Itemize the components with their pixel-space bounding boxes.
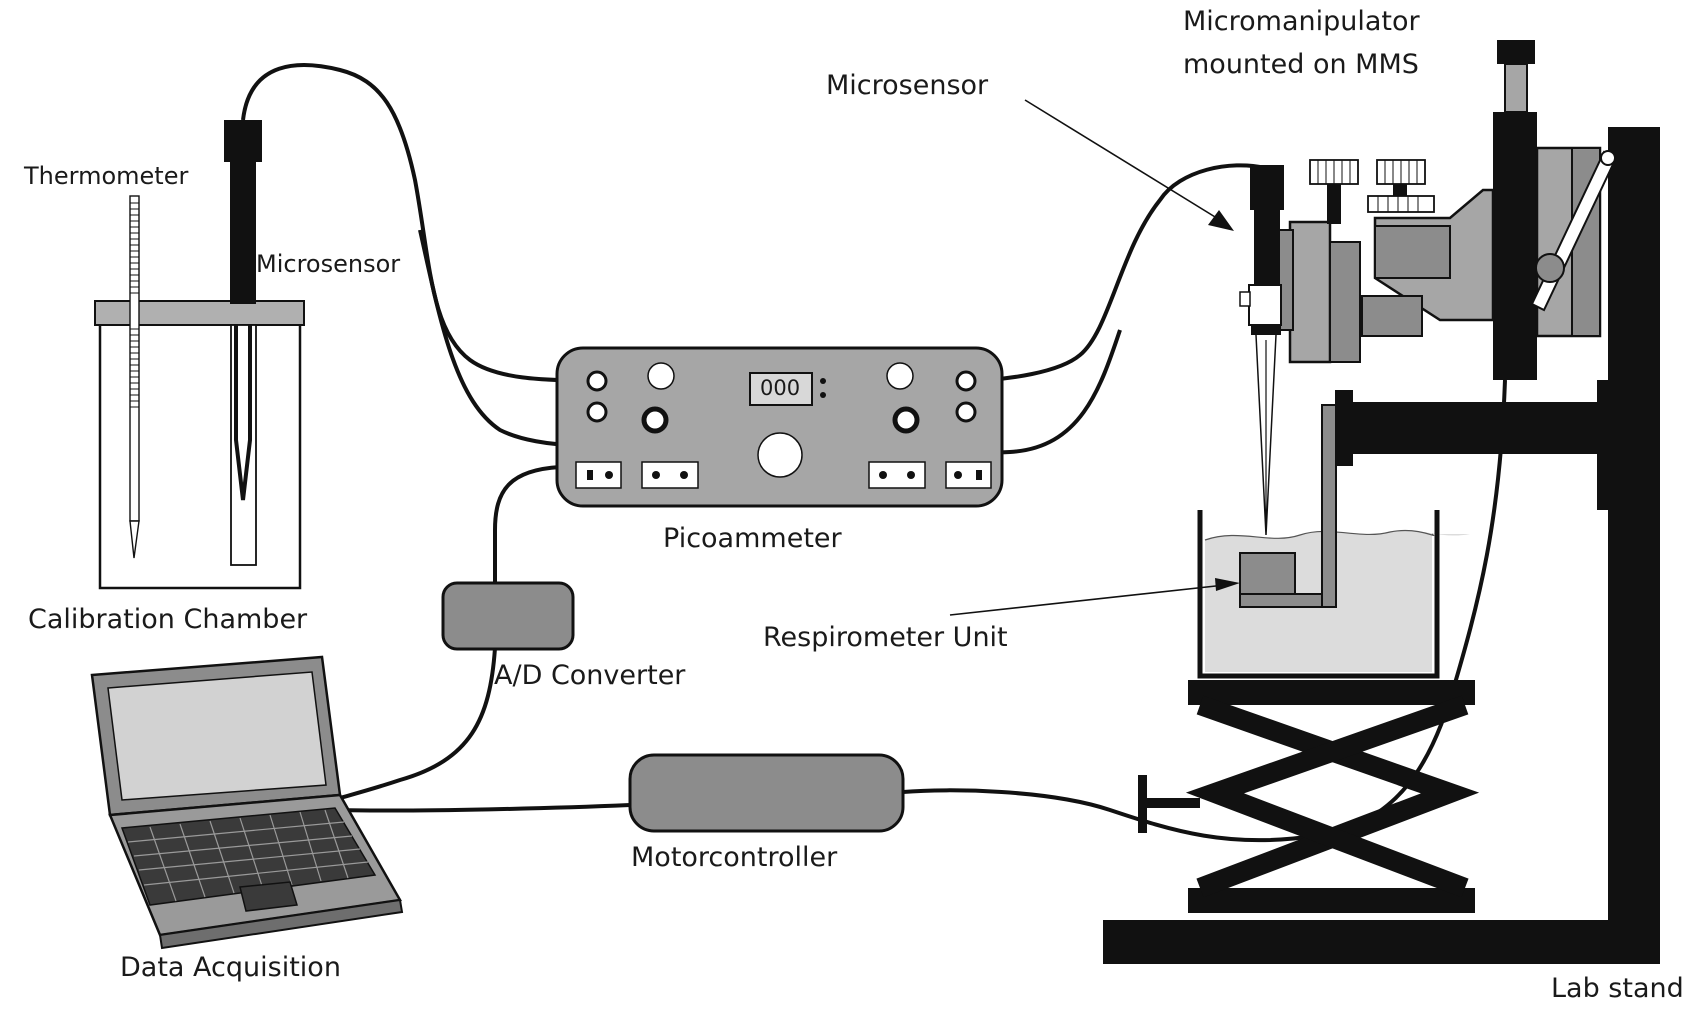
cable-picoammeter-ad — [493, 465, 561, 583]
picoammeter-body — [555, 346, 1004, 508]
lab-jack-bottom — [1188, 888, 1475, 913]
pointers — [949, 99, 1240, 616]
left-microsensor — [224, 120, 262, 566]
calibration-chamber — [94, 120, 305, 590]
microsensor-pointer — [1024, 99, 1221, 221]
lab-stand-pole — [1608, 127, 1660, 937]
picoammeter-sockets — [575, 461, 992, 489]
right-microsensor-label: Microsensor — [826, 70, 989, 101]
motorcontroller — [628, 753, 905, 833]
thermometer-label: Thermometer — [24, 162, 189, 190]
picoammeter — [555, 346, 1004, 508]
micromanipulator-label-line2: mounted on MMS — [1183, 49, 1419, 80]
respirometer-unit-label: Respirometer Unit — [763, 622, 1008, 653]
micromanipulator-label-line1: Micromanipulator — [1183, 6, 1420, 37]
lab-jack — [1138, 680, 1480, 913]
picoammeter-knob — [757, 432, 803, 478]
chamber-lid — [94, 300, 305, 326]
lab-stand-arm — [1340, 402, 1608, 454]
ad-converter — [441, 581, 575, 651]
lab-stand-label: Lab stand — [1551, 973, 1684, 1004]
micromanipulator — [1239, 40, 1618, 536]
laptop-touchpad — [239, 881, 298, 912]
mms-knobs — [1309, 159, 1435, 224]
respirometer-pointer — [949, 584, 1226, 616]
lab-jack-top — [1188, 680, 1475, 705]
right-microsensor — [1239, 165, 1284, 536]
left-microsensor-label: Microsensor — [256, 250, 401, 278]
display-readout: 000 — [760, 376, 801, 400]
respirometer-bath — [1197, 404, 1470, 679]
picoammeter-display — [749, 372, 813, 406]
motorcontroller-label: Motorcontroller — [631, 842, 838, 873]
bath-walls — [1197, 510, 1440, 679]
ad-converter-label: A/D Converter — [494, 660, 686, 691]
respirometer-post — [1321, 404, 1337, 608]
calibration-chamber-label: Calibration Chamber — [28, 604, 308, 635]
lab-stand-base — [1103, 920, 1660, 964]
picoammeter-label: Picoammeter — [663, 523, 842, 554]
cable-ad-laptop — [339, 647, 497, 800]
lab-stand — [1103, 127, 1660, 964]
cables — [241, 63, 1507, 843]
laptop-screen — [107, 671, 327, 801]
cable-left-microsensor-top — [241, 63, 598, 383]
mms-column — [1493, 112, 1537, 380]
cable-right-microsensor-top — [965, 163, 1266, 383]
cable-laptop-motor — [339, 803, 631, 813]
data-acquisition-label: Data Acquisition — [120, 952, 341, 983]
laptop — [90, 655, 404, 950]
thermometer — [129, 195, 140, 559]
